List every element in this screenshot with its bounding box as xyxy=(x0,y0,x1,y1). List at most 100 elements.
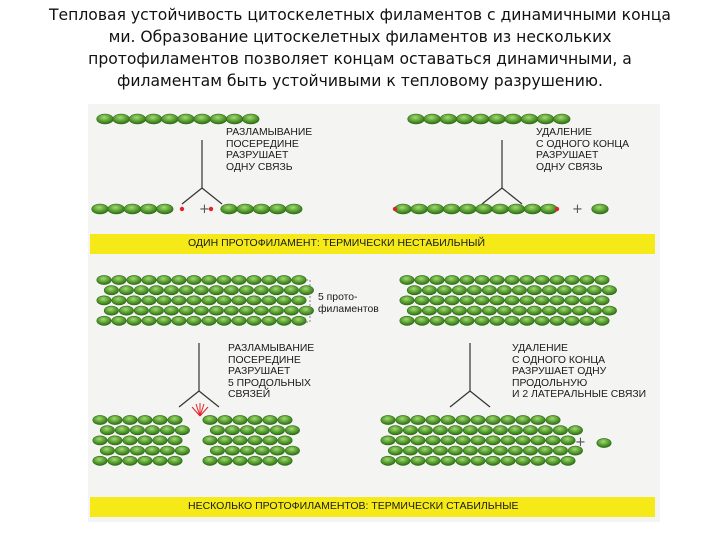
top-left-fragment-subunit xyxy=(236,203,254,215)
bottom-left-fragment-subunit xyxy=(232,415,248,425)
bottom-left-fragment-subunit xyxy=(122,415,138,425)
bottom-left-fragment-subunit xyxy=(284,425,300,436)
bottom-left-bundle-subunit xyxy=(148,305,164,316)
bottom-left-fragment-subunit xyxy=(202,455,218,466)
bottom-left-bundle-subunit xyxy=(231,275,247,285)
bottom-left-fragment-subunit xyxy=(254,445,270,456)
bottom-right-remaining-subunit xyxy=(432,425,448,436)
bottom-right-bundle-subunit xyxy=(481,305,497,316)
bottom-right-bundle-subunit xyxy=(519,315,535,326)
bottom-left-bundle-subunit xyxy=(178,305,194,316)
bottom-left-fragment-subunit xyxy=(137,415,153,425)
top-left-protofilament-subunit xyxy=(96,113,114,125)
bottom-left-fragment-subunit xyxy=(262,415,278,425)
bottom-right-bundle-subunit xyxy=(429,315,445,326)
bottom-left-fragment-subunit xyxy=(209,445,225,456)
top-right-released-subunit xyxy=(591,203,609,215)
bottom-right-remaining-subunit xyxy=(462,445,478,456)
top-left-fragment-subunit xyxy=(252,203,270,215)
bottom-left-bundle-subunit xyxy=(148,285,164,296)
bottom-right-bundle-subunit xyxy=(414,315,430,326)
bottom-right-bundle-subunit xyxy=(399,295,415,306)
bottom-right-remaining-subunit xyxy=(500,455,516,466)
top-right-plus: + xyxy=(572,202,583,217)
bottom-left-label: РАЗЛАМЫВАНИЕ ПОСЕРЕДИНЕ РАЗРУШАЕТ 5 ПРОД… xyxy=(228,343,315,400)
bottom-left-bundle-subunit xyxy=(246,275,262,285)
bottom-left-fragment-subunit xyxy=(262,455,278,466)
bottom-left-bundle-subunit xyxy=(276,275,292,285)
bottom-right-bundle-subunit xyxy=(601,305,617,316)
bottom-right-bundle-subunit xyxy=(564,275,580,285)
top-right-broken-bond xyxy=(554,206,560,212)
top-left-protofilament-subunit xyxy=(242,113,260,125)
bottom-left-fragment-subunit xyxy=(152,435,168,446)
bottom-right-remaining-subunit xyxy=(425,455,441,466)
top-right-protofilament-subunit xyxy=(504,113,522,125)
bottom-left-fragment-subunit xyxy=(107,435,123,446)
bottom-left-bundle-subunit xyxy=(216,295,232,306)
bottom-right-remaining-subunit xyxy=(395,455,411,466)
bottom-left-arrow-left-branch xyxy=(178,390,200,408)
top-right-remaining-subunit xyxy=(426,203,445,215)
top-left-arrow-left-branch xyxy=(181,187,203,205)
bottom-left-bundle-subunit xyxy=(156,315,172,326)
bottom-left-bundle-subunit xyxy=(246,295,262,306)
bottom-left-fragment-subunit xyxy=(92,455,108,466)
top-right-protofilament-subunit xyxy=(439,113,458,125)
bottom-right-remaining-subunit xyxy=(530,455,546,466)
bottom-left-bundle-subunit xyxy=(111,295,127,306)
bottom-right-bundle-subunit xyxy=(564,295,580,306)
bottom-right-remaining-subunit xyxy=(402,425,418,436)
bottom-right-bundle-subunit xyxy=(399,275,415,285)
bottom-left-bundle-subunit xyxy=(103,285,119,296)
bottom-left-bundle-subunit xyxy=(268,305,284,316)
bottom-right-remaining-subunit xyxy=(402,445,418,456)
bottom-left-fragment-subunit xyxy=(209,425,225,436)
bottom-right-bundle-subunit xyxy=(511,305,527,316)
top-right-remaining-subunit xyxy=(507,203,526,215)
bottom-left-bundle-subunit xyxy=(201,275,217,285)
top-left-fragment-subunit xyxy=(156,203,174,215)
top-right-broken-bond xyxy=(392,206,398,212)
bottom-right-arrow-right-branch xyxy=(469,390,491,408)
bottom-right-bundle-subunit xyxy=(474,315,490,326)
bottom-right-bundle-subunit xyxy=(421,305,437,316)
bottom-right-bundle-subunit xyxy=(594,315,610,326)
bottom-left-bundle-subunit xyxy=(118,285,134,296)
bottom-right-remaining-subunit xyxy=(560,455,576,466)
bottom-right-remaining-subunit xyxy=(425,435,441,446)
title-line-2: ми. Образование цитоскелетных филаментов… xyxy=(108,28,612,46)
bottom-right-remaining-subunit xyxy=(492,445,508,456)
bottom-right-bundle-subunit xyxy=(504,315,520,326)
bottom-right-remaining-subunit xyxy=(485,415,501,425)
bottom-left-bundle-subunit xyxy=(238,285,254,296)
top-right-protofilament-subunit xyxy=(407,113,425,125)
top-left-fragment-subunit xyxy=(91,203,109,215)
bottom-left-bundle-subunit xyxy=(141,295,157,306)
bottom-left-bundle-subunit xyxy=(156,295,172,306)
bottom-left-bundle-subunit xyxy=(246,315,262,326)
bottom-left-bundle-subunit xyxy=(126,295,142,306)
bottom-left-fragment-subunit xyxy=(232,435,248,446)
bottom-left-fragment-subunit xyxy=(114,425,130,436)
bottom-left-bundle-subunit xyxy=(208,305,224,316)
bottom-right-bundle-subunit xyxy=(429,275,445,285)
bottom-right-remaining-subunit xyxy=(522,425,538,436)
top-right-arrow-right-branch xyxy=(501,187,523,205)
bottom-right-bundle-subunit xyxy=(579,295,595,306)
top-left-protofilament-subunit xyxy=(209,113,227,125)
bottom-left-bundle-subunit xyxy=(103,305,119,316)
top-right-remaining-subunit xyxy=(491,203,509,215)
bottom-left-bundle-subunit xyxy=(231,295,247,306)
bottom-right-remaining-subunit xyxy=(410,435,426,446)
bottom-right-remaining-subunit xyxy=(387,425,403,436)
bottom-left-break-mark xyxy=(199,403,205,417)
bottom-left-fragment-subunit xyxy=(167,455,183,466)
bottom-left-bundle-subunit xyxy=(118,305,134,316)
bottom-left-fragment-subunit xyxy=(217,455,233,466)
bottom-left-fragment-subunit xyxy=(159,445,175,456)
bottom-left-bundle-subunit xyxy=(276,315,292,326)
bottom-left-bundle-subunit xyxy=(171,275,187,285)
band-single-protofilament: ОДИН ПРОТОФИЛАМЕНТ: ТЕРМИЧЕСКИ НЕСТАБИЛЬ… xyxy=(90,234,655,254)
bottom-right-bundle-subunit xyxy=(541,305,557,316)
